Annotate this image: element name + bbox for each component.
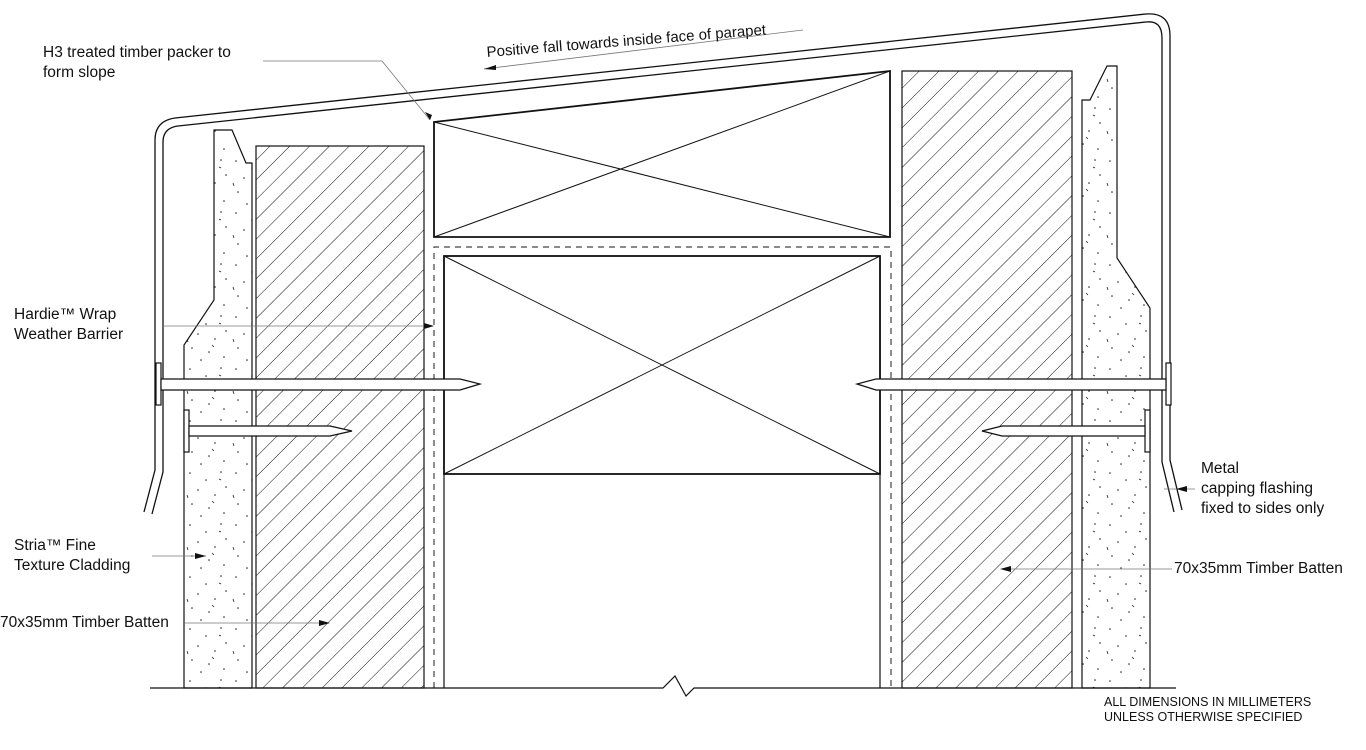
packer-label: H3 treated timber packer to form slope xyxy=(43,43,231,83)
right-batten-label: 70x35mm Timber Batten xyxy=(1174,560,1343,577)
left-batten-label: 70x35mm Timber Batten xyxy=(0,614,169,631)
section-break-baseline xyxy=(150,675,1176,697)
flashing-label-line1: Metal xyxy=(1201,460,1239,477)
left-nails xyxy=(155,362,483,453)
dimensions-note-line1: ALL DIMENSIONS IN MILLIMETERS xyxy=(1104,695,1312,709)
left-timber-batten xyxy=(255,145,425,689)
left-cladding-panel xyxy=(183,129,253,689)
flashing-label-line2: capping flashing xyxy=(1201,480,1314,497)
cladding-label-line2: Texture Cladding xyxy=(14,557,131,574)
packer-label-line1: H3 treated timber packer to xyxy=(43,44,231,61)
right-cladding-panel xyxy=(1081,65,1151,689)
cladding-label: Stria™ Fine Texture Cladding xyxy=(14,536,130,576)
flashing-label: Metal capping flashing fixed to sides on… xyxy=(1201,459,1324,519)
weather-barrier-label: Hardie™ Wrap Weather Barrier xyxy=(14,305,123,345)
weather-barrier-label-line2: Weather Barrier xyxy=(14,326,124,343)
metal-capping-flashing xyxy=(143,13,1183,515)
top-plate-crossbox xyxy=(443,255,881,475)
cladding-label-line1: Stria™ Fine xyxy=(14,537,96,554)
weather-barrier-label-line1: Hardie™ Wrap xyxy=(14,306,117,323)
dimensions-note: ALL DIMENSIONS IN MILLIMETERS UNLESS OTH… xyxy=(1104,695,1311,725)
packer-label-line2: form slope xyxy=(43,64,116,81)
right-nails xyxy=(854,362,1172,453)
leader-arrowheads xyxy=(195,65,1187,626)
weather-barrier-line xyxy=(433,246,892,688)
dimensions-note-line2: UNLESS OTHERWISE SPECIFIED xyxy=(1104,710,1303,724)
flashing-label-line3: fixed to sides only xyxy=(1201,500,1325,517)
timber-packer-crossbox xyxy=(433,69,891,238)
